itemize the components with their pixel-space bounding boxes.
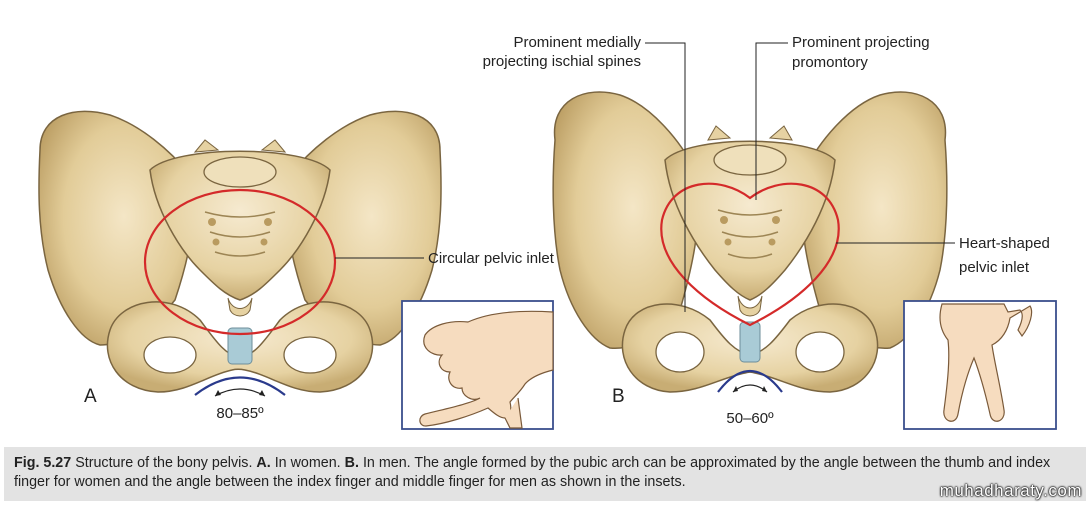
panel-a-letter: A <box>84 386 97 407</box>
circular-inlet-outline <box>143 188 337 336</box>
figure-caption: Fig. 5.27 Structure of the bony pelvis. … <box>4 447 1086 501</box>
pelvis-figure: A 80–85º Circular pelvic inlet <box>38 34 1057 430</box>
caption-b-letter: B. <box>344 455 359 471</box>
caption-title: Structure of the bony pelvis. <box>75 455 253 471</box>
label-circular-inlet: Circular pelvic inlet <box>428 250 555 267</box>
label-ischial-spines-line1: Prominent medially <box>513 34 641 51</box>
label-promontory-line2: promontory <box>792 54 868 71</box>
leader-ischial-spines <box>645 42 686 312</box>
pubic-arch-a <box>194 376 286 396</box>
pubic-arch-b <box>717 369 783 393</box>
inset-male-hand <box>903 300 1057 430</box>
male-pelvis-illustration <box>552 91 948 393</box>
label-promontory-line1: Prominent projecting <box>792 34 930 51</box>
site-watermark: muhadharaty.com <box>939 481 1082 500</box>
inset-female-hand <box>401 300 554 430</box>
angle-male: 50–60º <box>726 410 774 427</box>
caption-fig-label: Fig. 5.27 <box>14 455 72 471</box>
caption-a-text: In women. <box>274 455 341 471</box>
leader-promontory <box>755 42 788 200</box>
caption-a-letter: A. <box>256 455 271 471</box>
angle-female: 80–85º <box>216 405 264 422</box>
label-heart-inlet-line2: pelvic inlet <box>959 259 1030 276</box>
heart-inlet-outline <box>660 182 840 327</box>
label-heart-inlet-line1: Heart-shaped <box>959 235 1050 252</box>
caption-b-text: In men. The angle formed by the pubic ar… <box>14 455 1051 490</box>
panel-b-letter: B <box>612 386 625 407</box>
female-pelvis-illustration <box>38 110 442 397</box>
label-ischial-spines-line2: projecting ischial spines <box>483 53 641 70</box>
